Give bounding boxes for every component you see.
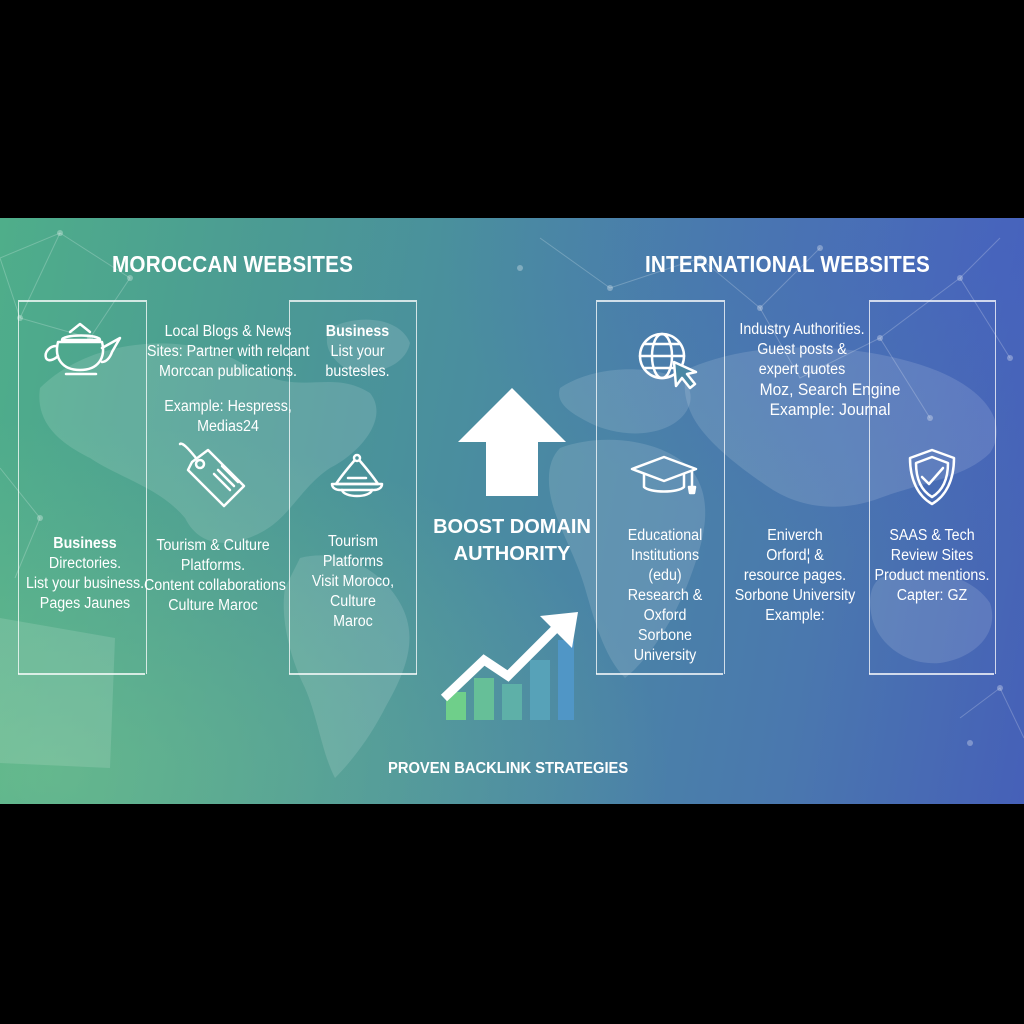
tourism-platforms-line-1: Tourism xyxy=(328,533,378,550)
tagine-icon xyxy=(330,453,384,498)
educational-line-3: (edu) xyxy=(648,567,682,584)
tourism-platforms-line-5: Maroc xyxy=(333,613,373,630)
tourism-culture-line-3: Content collaborations xyxy=(144,577,286,594)
business-directories-block: Business Directories. List your business… xyxy=(21,534,150,614)
univerch-line-4: Sorbone University xyxy=(734,587,856,604)
shield-check-icon xyxy=(908,448,956,506)
business-line-2: List your xyxy=(330,343,385,360)
moroccan-column-3-frame xyxy=(289,300,417,674)
saas-line-4: Capter: GZ xyxy=(896,587,968,604)
tourism-platforms-line-2: Platforms xyxy=(322,553,384,570)
world-map-background xyxy=(0,230,1024,778)
boost-domain-authority-title: BOOST DOMAIN AUTHORITY xyxy=(420,514,604,568)
growth-bar-4 xyxy=(530,660,550,720)
univerch-line-3: resource pages. xyxy=(743,567,847,584)
tourism-culture-line-2: Platforms. xyxy=(180,557,246,574)
univerch-resource-block: Eniverch Orford¦ & resource pages. Sorbo… xyxy=(730,526,861,626)
local-blogs-example: Example: Hespress, xyxy=(164,398,292,415)
graduation-cap-icon xyxy=(630,455,698,495)
business-list-block: Business List your bustesles. xyxy=(305,322,411,382)
univerch-line-5: Example: xyxy=(765,607,825,624)
moroccan-column-3-bottom-line xyxy=(289,673,417,675)
local-blogs-spacer xyxy=(147,382,309,397)
saas-line-2: Review Sites xyxy=(890,547,974,564)
educational-line-6: Sorbone xyxy=(638,627,692,644)
industry-example-block: Moz, Search Engine Example: Journal xyxy=(755,380,906,420)
growth-bar-5 xyxy=(558,640,574,720)
univerch-line-1: Eniverch xyxy=(767,527,823,544)
up-arrow-icon xyxy=(458,388,566,496)
growth-bar-3 xyxy=(502,684,522,720)
saas-tech-review-block: SAAS & Tech Review Sites Product mention… xyxy=(871,526,992,606)
international-column-1-bottom-line xyxy=(596,673,723,675)
tourism-platforms-block: Tourism Platforms Visit Moroco, Culture … xyxy=(297,532,409,632)
growth-bar-2 xyxy=(474,678,494,720)
industry-line-3: expert quotes xyxy=(758,361,846,378)
educational-line-5: Oxford xyxy=(643,607,687,624)
tourism-platforms-line-3: Visit Moroco, xyxy=(311,573,395,590)
industry-authorities-block: Industry Authorities. Guest posts & expe… xyxy=(732,320,872,380)
boost-domain-authority-line-2: AUTHORITY xyxy=(453,543,571,565)
international-column-4-bottom-line xyxy=(869,673,994,675)
international-websites-title: INTERNATIONAL WEBSITES xyxy=(645,251,930,277)
moroccan-websites-title: MOROCCAN WEBSITES xyxy=(112,251,354,277)
business-directories-heading-2: Directories. xyxy=(48,555,122,572)
international-column-1-frame xyxy=(596,300,725,674)
educational-line-4: Research & xyxy=(627,587,703,604)
moroccan-column-1-frame xyxy=(18,300,147,674)
growth-chart-icon xyxy=(440,612,578,720)
univerch-line-2: Orford¦ & xyxy=(766,547,824,564)
business-directories-heading: Business xyxy=(53,535,117,552)
local-blogs-news-block: Local Blogs & News Sites: Partner with r… xyxy=(147,322,309,437)
globe-cursor-icon xyxy=(638,332,698,390)
business-line-3: bustesles. xyxy=(325,363,390,380)
tourism-culture-line-4: Culture Maroc xyxy=(168,597,258,614)
educational-line-7: University xyxy=(633,647,697,664)
local-blogs-line-3: Morccan publications. xyxy=(159,363,297,380)
local-blogs-example-2: Medias24 xyxy=(197,418,259,435)
growth-bar-1 xyxy=(446,692,466,720)
business-heading: Business xyxy=(325,323,390,340)
industry-line-4: Moz, Search Engine xyxy=(759,380,901,399)
local-blogs-line-1: Local Blogs & News xyxy=(164,323,292,340)
moroccan-column-1-bottom-line xyxy=(18,673,145,675)
industry-line-2: Guest posts & xyxy=(757,341,847,358)
industry-line-5: Example: Journal xyxy=(769,400,891,419)
industry-line-1: Industry Authorities. xyxy=(739,321,865,338)
proven-backlink-strategies-title: PROVEN BACKLINK STRATEGIES xyxy=(388,760,629,777)
educational-line-1: Educational xyxy=(627,527,703,544)
infographic-banner: MOROCCAN WEBSITES INTERNATIONAL WEBSITES xyxy=(0,218,1024,804)
educational-line-2: Institutions xyxy=(630,547,700,564)
saas-line-1: SAAS & Tech xyxy=(889,527,975,544)
boost-domain-authority-line-1: BOOST DOMAIN xyxy=(433,516,591,538)
price-tag-icon xyxy=(178,442,246,508)
local-blogs-line-2: Sites: Partner with relcant xyxy=(147,343,310,360)
teapot-icon xyxy=(44,322,122,376)
business-directories-line-4: Pages Jaunes xyxy=(39,595,131,612)
international-column-4-frame xyxy=(869,300,996,674)
tourism-platforms-line-4: Culture xyxy=(330,593,376,610)
educational-institutions-block: Educational Institutions (edu) Research … xyxy=(605,526,725,666)
saas-line-3: Product mentions. xyxy=(874,567,990,584)
tourism-culture-block: Tourism & Culture Platforms. Content col… xyxy=(144,536,286,616)
business-directories-line-3: List your business. xyxy=(25,575,145,592)
tourism-culture-line-1: Tourism & Culture xyxy=(156,537,270,554)
